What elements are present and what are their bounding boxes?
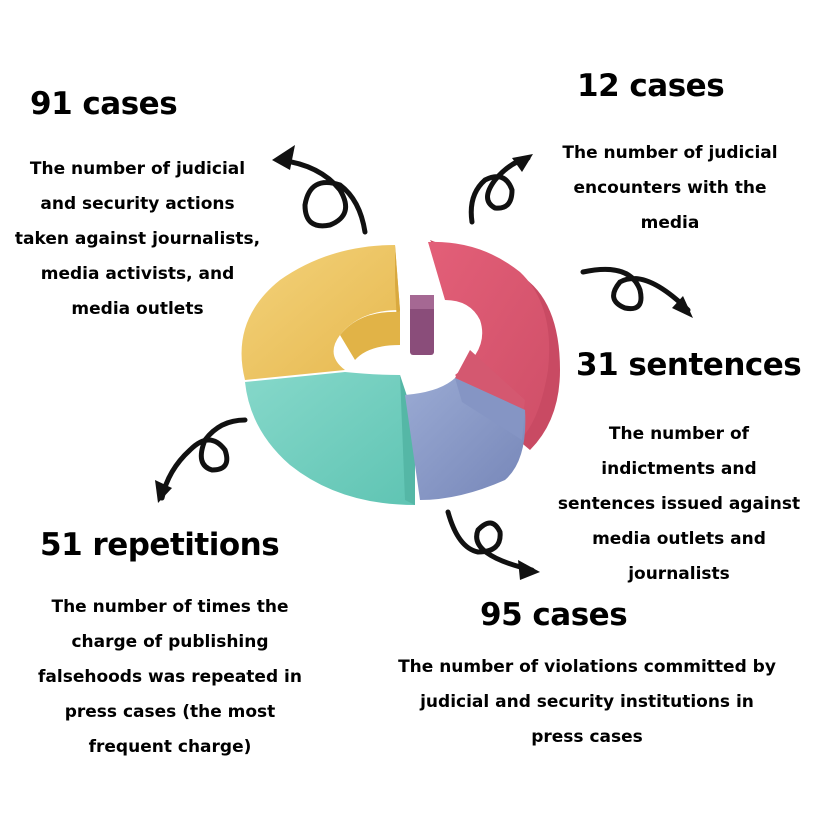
description-line: media activists, and	[40, 264, 235, 284]
arrow-left-icon	[159, 417, 248, 501]
chart-segment-yellow	[241, 245, 400, 380]
arrow-heads	[155, 145, 693, 580]
description-line: indictments and	[601, 459, 757, 479]
description-line: media	[640, 213, 700, 233]
description-line: encounters with the	[573, 178, 767, 198]
arrow-bottom-icon	[445, 509, 535, 573]
description-line: The number of	[608, 424, 750, 444]
stat-description-violations: The number of violations committed by ju…	[372, 650, 802, 755]
stat-headline-51-repetitions: 51 repetitions	[40, 527, 280, 563]
arrow-top-right-icon	[468, 155, 531, 225]
description-line: The number of judicial	[29, 159, 246, 179]
description-line: and security actions	[40, 194, 235, 214]
description-line: The number of violations committed by	[398, 657, 776, 677]
description-line: taken against journalists,	[14, 229, 261, 249]
description-line: charge of publishing	[71, 632, 269, 652]
stat-description-judicial-security-actions: The number of judicial and security acti…	[0, 152, 275, 327]
stat-description-judicial-encounters: The number of judicial encounters with t…	[540, 136, 800, 241]
stat-headline-95-cases: 95 cases	[480, 597, 628, 633]
stat-description-repetitions: The number of times the charge of publis…	[15, 590, 325, 765]
description-line: media outlets	[71, 299, 204, 319]
description-line: frequent charge)	[88, 737, 252, 757]
description-line: journalists	[628, 564, 730, 584]
description-line: sentences issued against	[557, 494, 801, 514]
chart-segment-teal	[245, 372, 415, 505]
arrow-top-left-icon	[277, 157, 368, 235]
description-line: media outlets and	[592, 529, 766, 549]
stat-headline-91-cases: 91 cases	[30, 86, 178, 122]
chart-segment-purple	[410, 295, 434, 355]
arrow-right-icon	[580, 266, 691, 313]
chart-segment-blue	[405, 378, 526, 500]
description-line: press cases	[531, 727, 643, 747]
description-line: judicial and security institutions in	[420, 692, 754, 712]
stat-headline-31-sentences: 31 sentences	[576, 347, 802, 383]
description-line: The number of times the	[51, 597, 289, 617]
curly-arrows	[159, 155, 691, 573]
stat-description-sentences: The number of indictments and sentences …	[548, 417, 810, 592]
stat-headline-12-cases: 12 cases	[577, 68, 725, 104]
description-line: press cases (the most	[64, 702, 276, 722]
description-line: falsehoods was repeated in	[38, 667, 302, 687]
description-line: The number of judicial	[562, 143, 778, 163]
